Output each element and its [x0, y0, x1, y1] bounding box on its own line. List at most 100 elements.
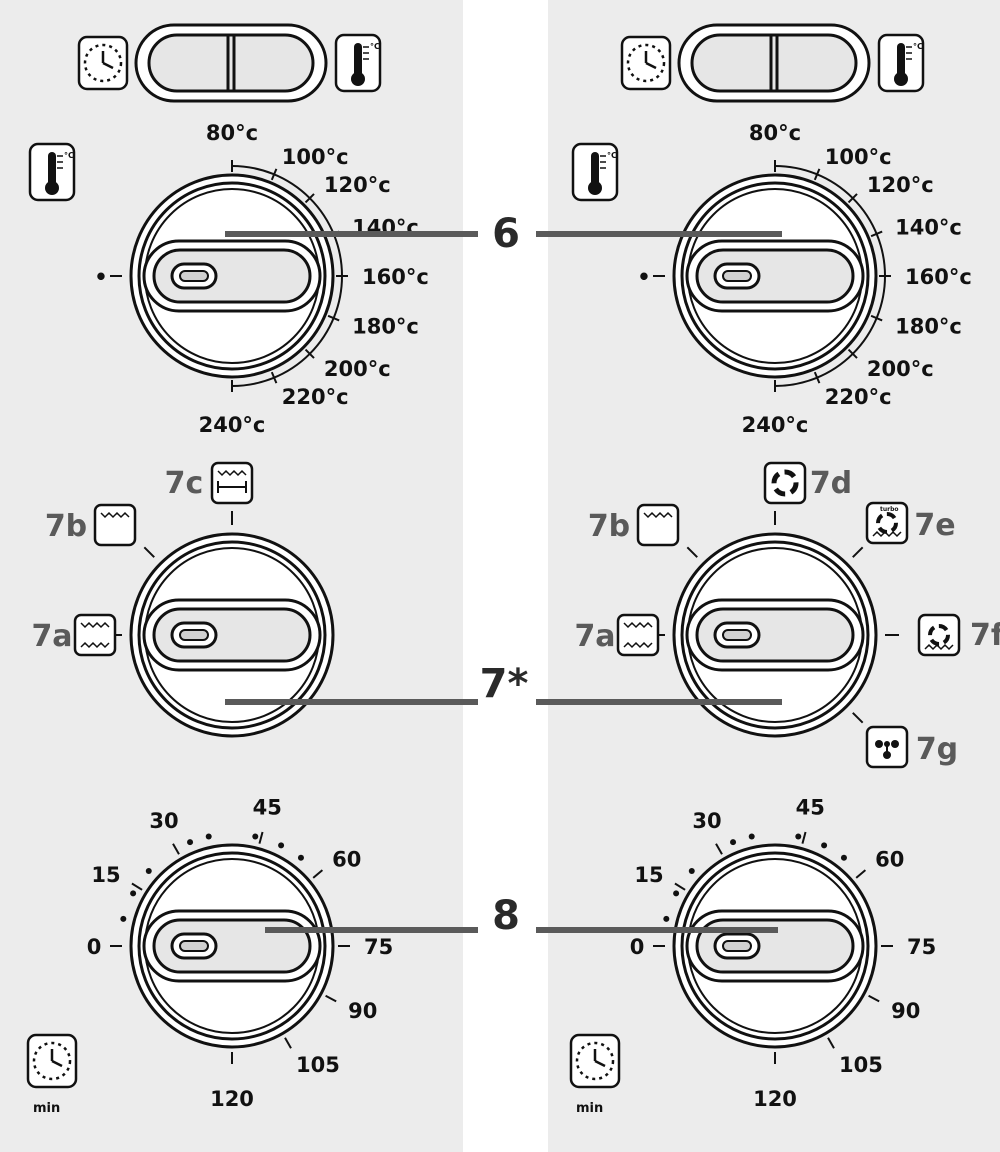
defrost-fan-icon: [865, 725, 909, 769]
timer-clock-icon: [26, 1033, 78, 1089]
function-code-7g: 7g: [916, 732, 958, 767]
timer-minute-label: 15: [91, 863, 120, 887]
timer-minute-label: 105: [839, 1053, 883, 1077]
function-code-7d: 7d: [810, 466, 852, 501]
timer-tick: [715, 843, 723, 855]
timer-tick: [312, 869, 324, 879]
function-code-7b: 7b: [45, 509, 87, 544]
thermostat-temperature-label: 80°c: [749, 121, 801, 145]
thermostat-tick: [870, 230, 883, 238]
timer-tick: [284, 1037, 292, 1049]
thermostat-tick: [270, 371, 278, 384]
function-code-7a: 7a: [574, 619, 615, 654]
function-tick-7g: [852, 712, 864, 724]
timer-minute-label: 60: [332, 848, 361, 872]
function-code-7e: 7e: [914, 508, 955, 543]
timer-minute-label: 60: [875, 848, 904, 872]
timer-minute-label: 120: [753, 1087, 797, 1111]
timer-clock-icon: [569, 1033, 621, 1089]
thermostat-temperature-label: 220°c: [282, 385, 349, 409]
fan-ring-icon: [765, 463, 805, 503]
turbo-fan-icon: [865, 501, 909, 545]
timer-dot: [278, 842, 285, 849]
function-selector-knob[interactable]: [129, 532, 335, 738]
thermostat-temperature-label: 220°c: [825, 385, 892, 409]
function-tick-7b: [686, 546, 698, 558]
thermostat-knob[interactable]: [672, 173, 878, 379]
main-rocker-switch[interactable]: [134, 23, 328, 103]
timer-knob[interactable]: [129, 843, 335, 1049]
thermostat-tick: [813, 168, 821, 181]
timer-dot: [252, 833, 259, 840]
thermostat-tick: [304, 348, 315, 359]
function-tick-7b: [143, 546, 155, 558]
thermostat-temperature-label: 120°c: [324, 173, 391, 197]
thermostat-off-symbol: •: [94, 265, 107, 289]
callout-7: 7*: [225, 661, 782, 707]
thermostat-temperature-label: 100°c: [825, 145, 892, 169]
thermostat-temperature-label: 160°c: [905, 265, 972, 289]
thermostat-thermometer-icon: [28, 142, 76, 202]
timer-minute-label: 45: [253, 796, 282, 820]
timer-tick: [131, 882, 143, 891]
thermostat-temperature-label: 240°c: [742, 413, 809, 437]
thermostat-tick: [847, 348, 858, 359]
thermostat-temperature-label: 200°c: [324, 357, 391, 381]
timer-dot: [205, 833, 212, 840]
timer-dot: [730, 839, 737, 846]
top-heat-width-icon: [210, 461, 254, 505]
timer-tick: [325, 994, 337, 1003]
function-code-7b: 7b: [588, 509, 630, 544]
callout-label-thermostat: 6: [492, 211, 520, 257]
top-heat-icon: [636, 503, 680, 547]
function-code-7a: 7a: [31, 619, 72, 654]
timer-dot: [663, 915, 670, 922]
timer-tick: [674, 882, 686, 891]
thermostat-thermometer-icon: [571, 142, 619, 202]
thermostat-knob[interactable]: [129, 173, 335, 379]
function-selector-knob[interactable]: [672, 532, 878, 738]
timer-minute-label: 90: [348, 999, 377, 1023]
timer-dot: [130, 890, 137, 897]
fan-bottom-heat-icon: [917, 613, 961, 657]
panel-right-controls: •80°c100°c120°c140°c160°c180°c200°c220°c…: [569, 23, 1000, 1116]
thermostat-off-symbol: •: [637, 265, 650, 289]
timer-dot: [187, 839, 194, 846]
thermometer-icon: [334, 33, 382, 93]
timer-tick: [855, 869, 867, 879]
thermostat-tick: [813, 371, 821, 384]
timer-dot: [840, 854, 847, 861]
thermostat-tick: [870, 314, 883, 322]
callout-label-function: 7*: [480, 661, 529, 707]
thermostat-temperature-label: 160°c: [362, 265, 429, 289]
function-tick-7e: [852, 546, 864, 558]
timer-tick: [801, 831, 807, 844]
timer-tick: [827, 1037, 835, 1049]
timer-dot: [120, 915, 127, 922]
thermostat-temperature-label: 180°c: [895, 315, 962, 339]
thermostat-temperature-label: 80°c: [206, 121, 258, 145]
function-code-7c: 7c: [165, 466, 204, 501]
thermostat-temperature-label: 100°c: [282, 145, 349, 169]
thermostat-tick: [327, 314, 340, 322]
callout-8: 8: [265, 893, 778, 939]
timer-dot: [795, 833, 802, 840]
timer-dot: [145, 868, 152, 875]
timer-tick: [868, 994, 880, 1003]
timer-minute-label: 105: [296, 1053, 340, 1077]
function-code-7f: 7f: [970, 618, 1000, 653]
timer-off-label: 0: [87, 935, 102, 959]
thermostat-tick: [304, 193, 315, 204]
main-rocker-switch[interactable]: [677, 23, 871, 103]
thermostat-temperature-label: 180°c: [352, 315, 419, 339]
callout-label-timer: 8: [492, 893, 520, 939]
top-bottom-heat-icon: [73, 613, 117, 657]
clock-icon: [620, 35, 672, 91]
thermometer-icon: [877, 33, 925, 93]
timer-tick: [258, 831, 264, 844]
timer-knob[interactable]: [672, 843, 878, 1049]
clock-icon: [77, 35, 129, 91]
timer-minute-label: 30: [692, 809, 721, 833]
timer-dot: [688, 868, 695, 875]
